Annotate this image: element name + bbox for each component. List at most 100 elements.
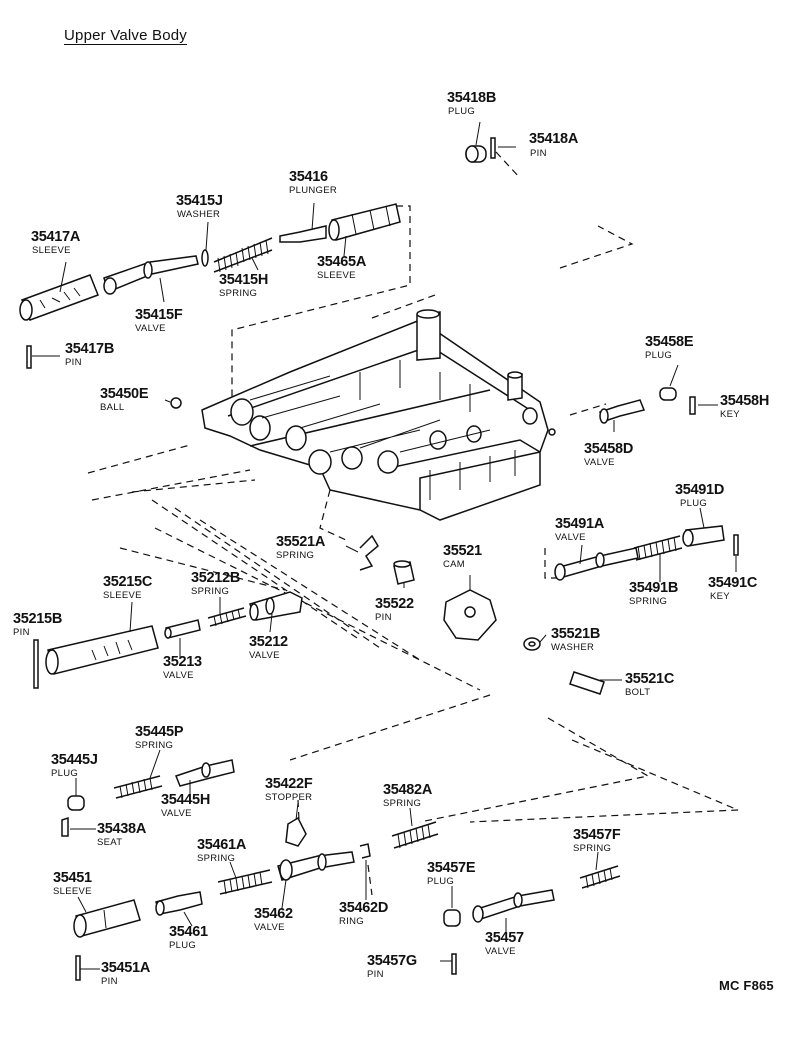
part-name: RING <box>339 916 364 927</box>
part-35491D-plug <box>682 525 725 547</box>
diagram-title: Upper Valve Body <box>64 27 187 45</box>
part-35417B-pin <box>26 345 32 369</box>
part-35458E-plug <box>659 387 677 401</box>
part-code: 35422F <box>265 776 313 792</box>
part-code: 35462 <box>254 906 293 922</box>
part-name: VALVE <box>254 922 285 933</box>
part-35415H-spring <box>213 237 273 273</box>
part-name: SLEEVE <box>32 245 71 256</box>
part-35415F-valve <box>103 255 199 295</box>
part-35438A-seat <box>61 816 69 837</box>
part-code: 35415J <box>176 193 223 209</box>
part-name: VALVE <box>584 457 615 468</box>
part-name: PLUNGER <box>289 185 338 196</box>
part-name: KEY <box>710 591 730 602</box>
part-name: VALVE <box>163 670 194 681</box>
part-code: 35215C <box>103 574 152 590</box>
part-35491C-key <box>733 534 739 556</box>
part-name: CAM <box>443 559 466 570</box>
part-code: 35458D <box>584 441 633 457</box>
part-35521A-spring <box>359 534 379 571</box>
part-name: PIN <box>101 976 118 987</box>
part-35457G-pin <box>451 953 457 975</box>
diagram-reference-code: MC F865 <box>719 978 774 993</box>
part-code: 35491A <box>555 516 604 532</box>
part-name: PIN <box>530 148 547 159</box>
part-name: SPRING <box>135 740 174 751</box>
part-code: 35458H <box>720 393 769 409</box>
part-code: 35416 <box>289 169 328 185</box>
part-35461A-spring <box>217 869 273 895</box>
part-35416-plunger <box>279 225 327 243</box>
part-code: 35215B <box>13 611 62 627</box>
part-35445P-spring <box>113 775 163 799</box>
part-35458H-key <box>689 396 696 415</box>
part-35451-sleeve <box>73 899 141 938</box>
part-35450E-ball <box>170 397 182 409</box>
part-35422F-stopper <box>285 816 307 847</box>
part-code: 35521B <box>551 626 600 642</box>
part-code: 35461A <box>197 837 246 853</box>
part-code: 35491C <box>708 575 757 591</box>
part-code: 35521A <box>276 534 325 550</box>
leader-lines <box>32 121 737 970</box>
part-name: SPRING <box>629 596 668 607</box>
part-code: 35521C <box>625 671 674 687</box>
part-name: PLUG <box>427 876 455 887</box>
part-name: VALVE <box>135 323 166 334</box>
part-35418A-pin <box>490 137 496 159</box>
part-name: PIN <box>13 627 30 638</box>
part-35451A-pin <box>75 955 81 981</box>
part-code: 35445H <box>161 792 210 808</box>
part-name: SPRING <box>573 843 612 854</box>
part-code: 35491D <box>675 482 724 498</box>
part-code: 35457F <box>573 827 621 843</box>
part-35522-pin <box>393 560 415 585</box>
part-name: SLEEVE <box>317 270 356 281</box>
part-name: VALVE <box>485 946 516 957</box>
part-35458D-valve <box>599 399 646 424</box>
part-35418B-plug <box>465 145 487 163</box>
part-name: PLUG <box>645 350 673 361</box>
part-35215B-pin <box>33 639 39 689</box>
part-name: PIN <box>65 357 82 368</box>
part-name: SEAT <box>97 837 123 848</box>
part-name: PIN <box>375 612 392 623</box>
part-35521-cam <box>443 589 497 641</box>
part-35457-valve <box>472 889 555 923</box>
part-code: 35522 <box>375 596 414 612</box>
part-code: 35491B <box>629 580 678 596</box>
part-code: 35418A <box>529 131 578 147</box>
part-name: PIN <box>367 969 384 980</box>
part-35462-valve <box>277 851 355 881</box>
part-code: 35457G <box>367 953 417 969</box>
part-35213-valve <box>164 619 201 639</box>
part-name: SPRING <box>191 586 230 597</box>
part-code: 35457 <box>485 930 524 946</box>
part-35465A-sleeve <box>328 203 401 241</box>
part-35491B-spring <box>633 535 683 561</box>
part-35521B-washer <box>523 637 541 651</box>
part-35415J-washer <box>201 249 209 267</box>
part-name: VALVE <box>555 532 586 543</box>
part-code: 35417A <box>31 229 80 245</box>
part-35417A-sleeve <box>19 274 99 321</box>
part-35212-valve <box>249 591 303 621</box>
upper-valve-body <box>201 309 556 521</box>
part-code: 35415H <box>219 272 268 288</box>
part-code: 35521 <box>443 543 482 559</box>
part-name: SPRING <box>383 798 422 809</box>
part-code: 35212B <box>191 570 240 586</box>
part-name: WASHER <box>177 209 221 220</box>
part-code: 35461 <box>169 924 208 940</box>
dashed-assembly-lines <box>87 151 739 896</box>
part-35491A-valve <box>554 547 639 581</box>
part-code: 35438A <box>97 821 146 837</box>
part-code: 35445P <box>135 724 184 740</box>
part-name: PLUG <box>169 940 197 951</box>
part-35482A-spring <box>391 821 439 849</box>
part-name: SPRING <box>197 853 236 864</box>
part-code: 35465A <box>317 254 366 270</box>
